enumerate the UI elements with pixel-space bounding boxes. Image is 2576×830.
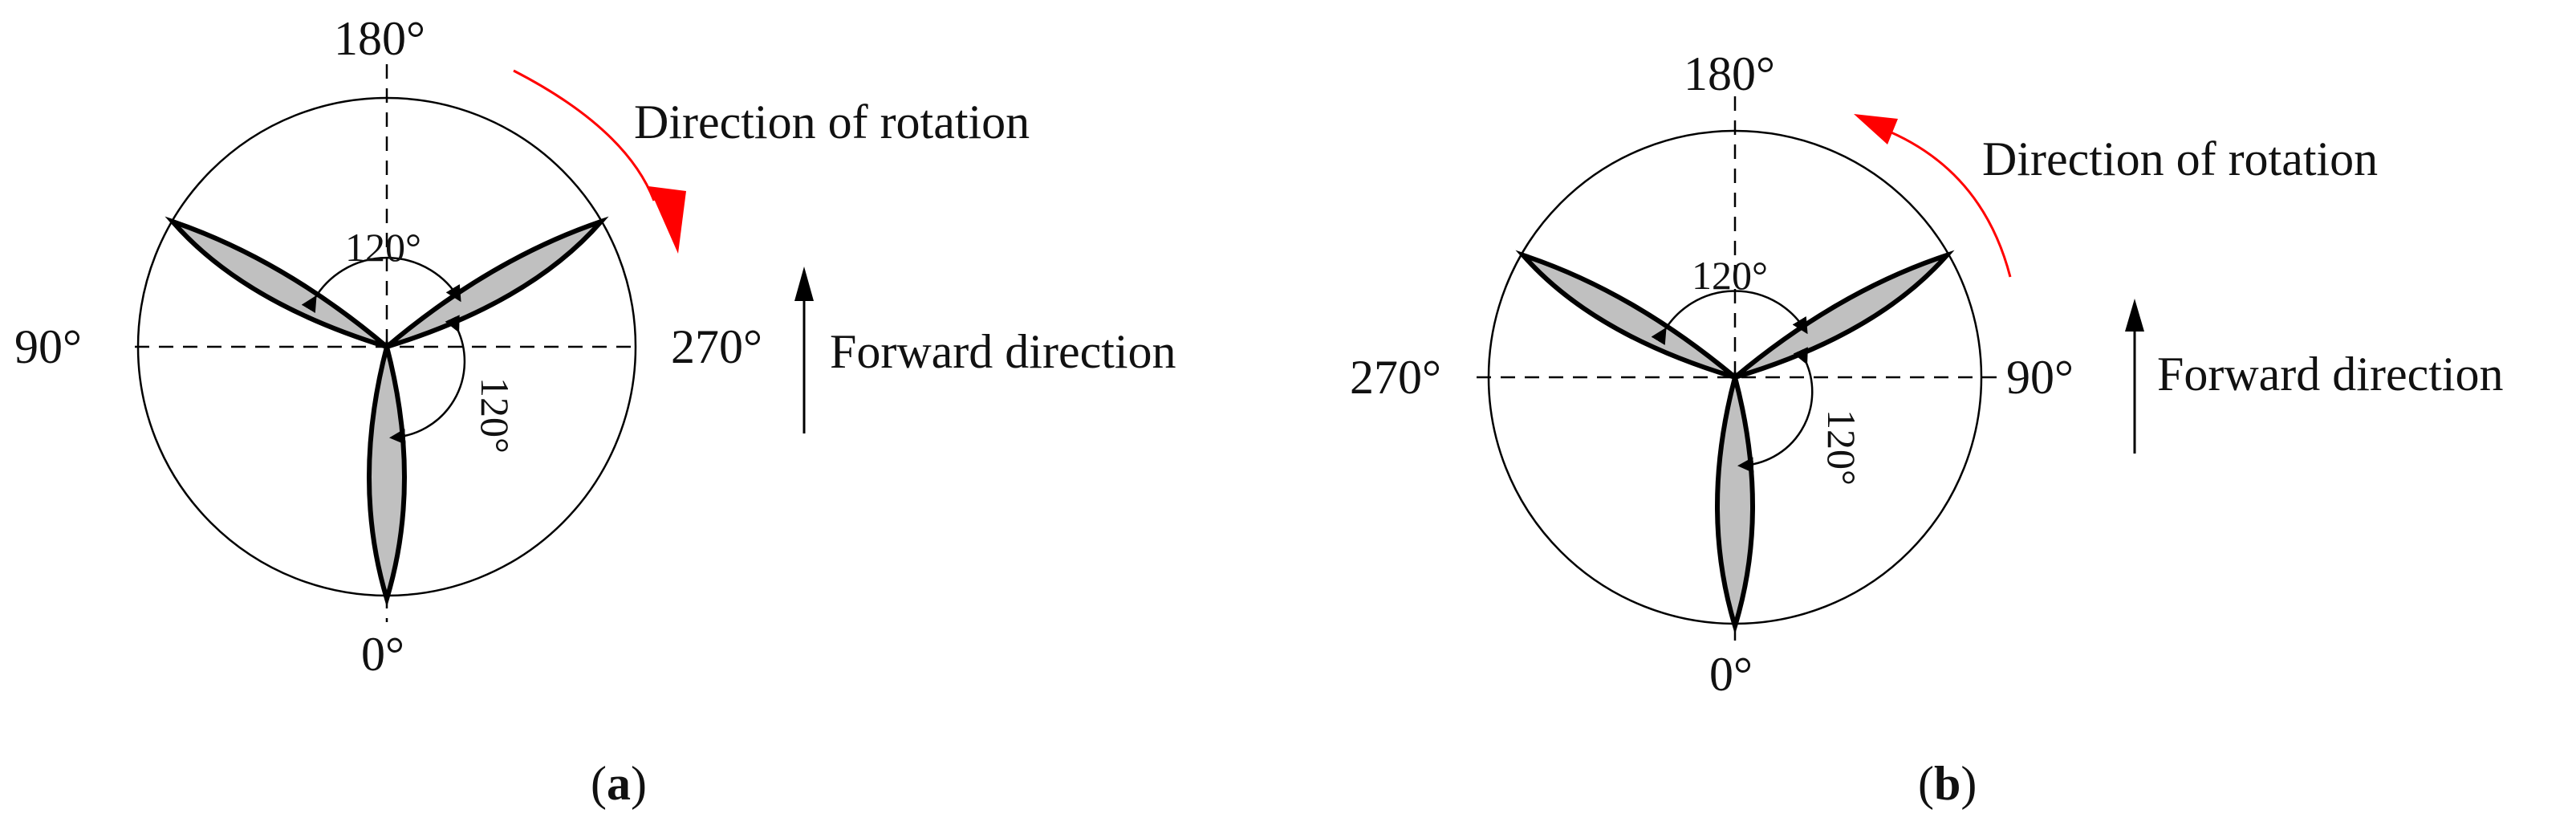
forward-arrowhead — [794, 266, 814, 301]
axis-label-bottom: 0° — [361, 628, 404, 681]
angle-arc-top — [301, 256, 461, 314]
axis-label-top: 180° — [1684, 47, 1775, 100]
forward-label: Forward direction — [830, 325, 1176, 378]
rotor-diagram-b: 120° 120° 180° 0° 270° 90° Direction of … — [1350, 47, 2504, 810]
angle-arc-side — [1737, 347, 1814, 474]
blade-bottom — [367, 337, 407, 608]
blade-bottom — [1715, 368, 1755, 635]
axis-label-top: 180° — [334, 12, 425, 65]
axis-label-bottom: 0° — [1709, 648, 1753, 701]
rotation-arrow — [513, 69, 656, 201]
axis-label-right: 270° — [671, 320, 762, 373]
angle-label-side: 120° — [473, 377, 518, 454]
rotation-label: Direction of rotation — [1982, 132, 2378, 185]
angle-label-side: 120° — [1819, 409, 1864, 486]
forward-label: Forward direction — [2157, 348, 2504, 401]
angle-arc-side — [389, 315, 466, 446]
forward-arrowhead — [2125, 299, 2144, 332]
axis-label-right: 90° — [2006, 351, 2074, 404]
axis-label-left: 270° — [1350, 351, 1441, 404]
caption-letter: b — [1934, 757, 1960, 810]
axis-label-left: 90° — [14, 320, 82, 373]
angle-label-top: 120° — [345, 225, 421, 270]
rotation-arrowhead — [648, 186, 686, 254]
rotation-label: Direction of rotation — [634, 96, 1030, 149]
caption-letter: a — [607, 757, 631, 810]
angle-arc-top — [1651, 290, 1808, 346]
rotor-diagram-a: 120° 120° 180° 0° 90° 270° Direction of … — [14, 12, 1176, 810]
caption-b: (b) — [1918, 757, 1977, 810]
rotation-arrowhead — [1854, 114, 1898, 144]
rotation-arrow — [1881, 127, 2012, 278]
svg-text:(a): (a) — [591, 757, 647, 810]
caption-a: (a) — [591, 757, 647, 810]
svg-text:(b): (b) — [1918, 757, 1977, 810]
angle-label-top: 120° — [1692, 253, 1768, 298]
